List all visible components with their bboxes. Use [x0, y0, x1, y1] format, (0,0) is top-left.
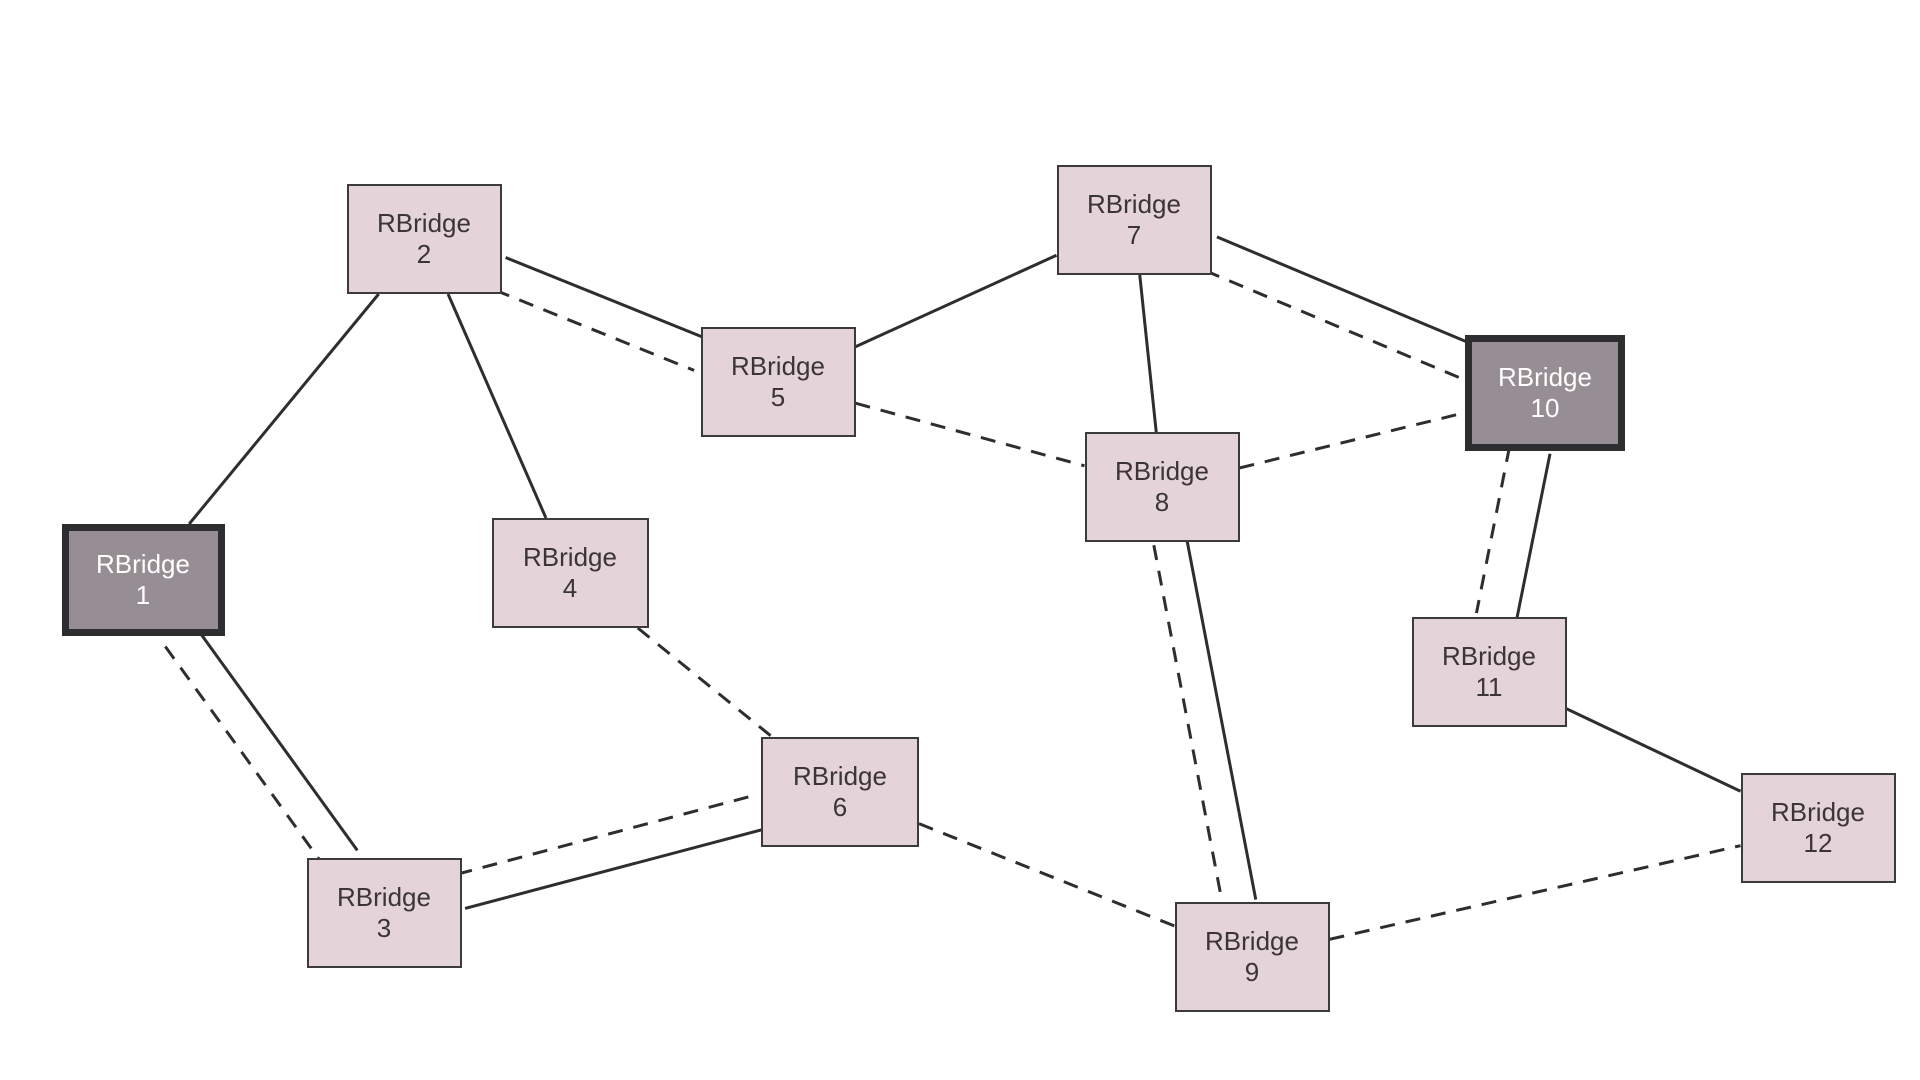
edge-9-12-dashed — [1329, 844, 1741, 941]
edge-2-5-dashed — [494, 288, 695, 372]
edge-4-6-dashed — [636, 626, 774, 739]
edge-7-8-solid — [1138, 274, 1158, 433]
edge-1-2-solid — [187, 293, 380, 525]
edge-5-7-solid — [854, 253, 1058, 349]
node-label: RBridge — [1498, 362, 1592, 393]
node-label: RBridge — [523, 542, 617, 573]
node-number: 7 — [1126, 220, 1142, 250]
node-number: 1 — [135, 580, 151, 610]
node-label: RBridge — [1442, 641, 1536, 672]
node-label: RBridge — [1115, 456, 1209, 487]
edge-2-5-solid — [505, 256, 706, 340]
edge-2-4-solid — [446, 293, 548, 519]
node-label: RBridge — [1087, 189, 1181, 220]
node-number: 3 — [376, 913, 392, 943]
edge-3-6-solid — [464, 827, 765, 910]
node-number: 2 — [416, 239, 432, 269]
edge-6-9-dashed — [918, 822, 1176, 928]
node-number: 9 — [1244, 957, 1260, 987]
node-number: 11 — [1475, 672, 1503, 702]
node-number: 12 — [1803, 828, 1833, 858]
edge-5-8-dashed — [855, 401, 1085, 468]
node-number: 4 — [562, 573, 578, 603]
edge-8-9-solid — [1185, 539, 1258, 900]
edge-10-11-solid — [1515, 453, 1552, 621]
node-label: RBridge — [96, 549, 190, 580]
edge-8-10-dashed — [1239, 411, 1466, 470]
node-label: RBridge — [377, 208, 471, 239]
edge-1-3-dashed — [164, 645, 328, 870]
edge-8-9-dashed — [1152, 544, 1225, 906]
edge-3-6-dashed — [457, 793, 758, 876]
node-label: RBridge — [1205, 926, 1299, 957]
node-label: RBridge — [337, 882, 431, 913]
edge-7-10-dashed — [1204, 269, 1460, 379]
node-number: 8 — [1154, 487, 1170, 517]
edge-11-12-solid — [1565, 707, 1742, 793]
edge-1-3-solid — [195, 627, 359, 852]
node-number: 5 — [770, 382, 786, 412]
node-number: 6 — [832, 792, 848, 822]
node-label: RBridge — [731, 351, 825, 382]
node-label: RBridge — [793, 761, 887, 792]
edge-10-11-dashed — [1474, 446, 1511, 614]
edge-7-10-solid — [1216, 235, 1472, 345]
node-number: 10 — [1530, 393, 1560, 423]
node-label: RBridge — [1771, 797, 1865, 828]
